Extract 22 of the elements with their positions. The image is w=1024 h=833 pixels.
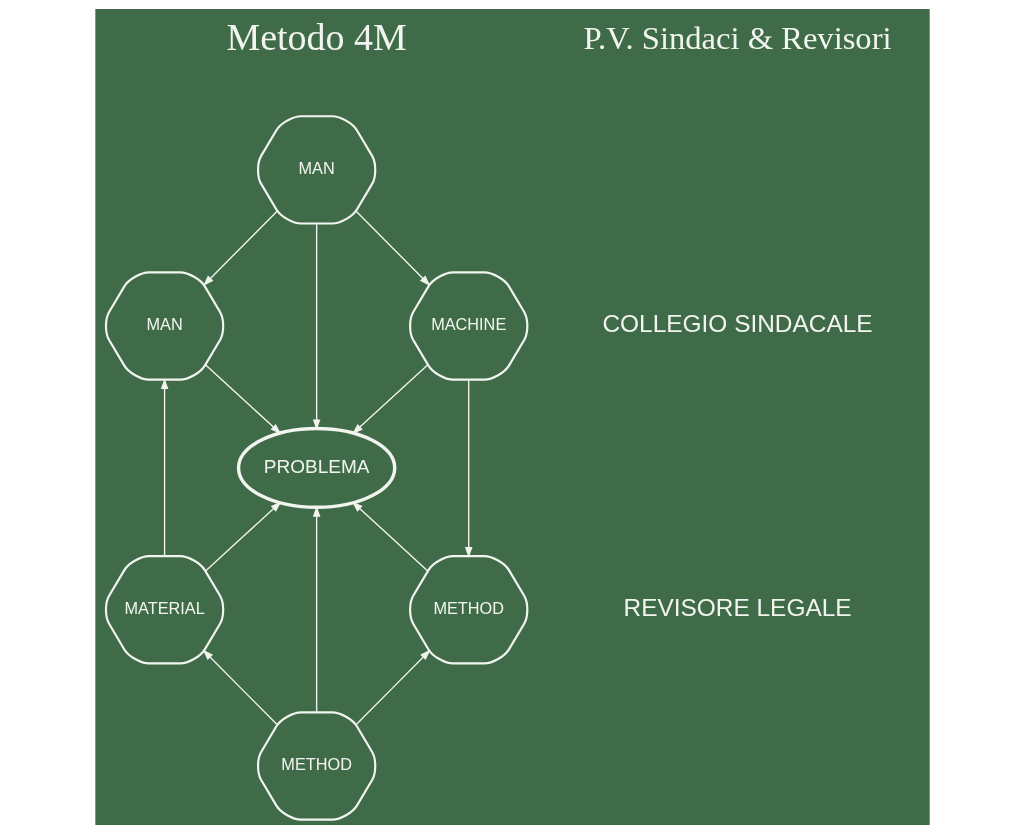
arrow (312, 222, 320, 430)
label: COLLEGIO SINDACALE (602, 309, 873, 337)
node-circle: MAN (104, 270, 224, 381)
node-circle: MATERIAL (104, 554, 224, 664)
arrow (204, 363, 281, 434)
arrow (464, 379, 472, 558)
label: REVISORE LEGALE (623, 593, 852, 621)
label: Metodo 4M (225, 15, 407, 58)
arrow (355, 209, 430, 286)
arrow (351, 501, 428, 571)
node-ellipse: PROBLEMA (236, 426, 396, 509)
node-circle: METHOD (256, 710, 376, 821)
arrow (204, 501, 281, 571)
node-circle: METHOD (408, 554, 528, 664)
arrow (160, 377, 168, 556)
arrow (202, 209, 278, 286)
node-circle: MACHINE (408, 270, 528, 381)
node-circle: MAN (256, 114, 376, 225)
arrow (351, 363, 428, 434)
arrow (355, 649, 431, 725)
label: P.V. Sindaci & Revisori (583, 19, 892, 56)
arrow (202, 649, 277, 725)
